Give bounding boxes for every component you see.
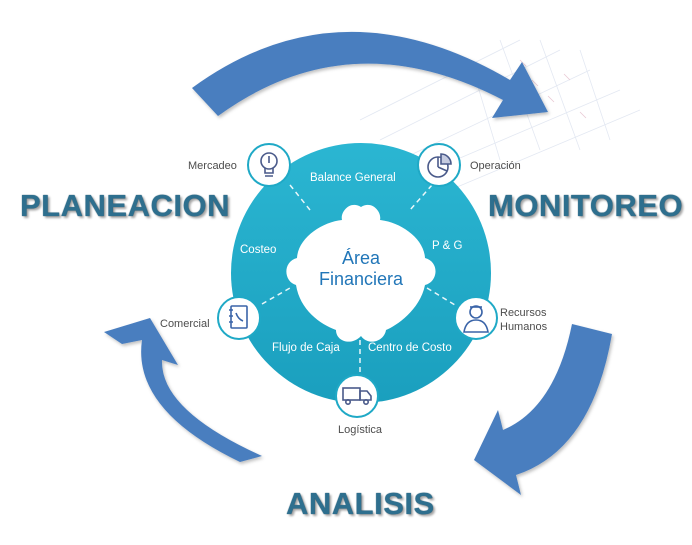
node-operacion bbox=[417, 143, 461, 187]
center-title-line2: Financiera bbox=[318, 269, 404, 289]
phase-label-monitoreo: MONITOREO bbox=[488, 188, 684, 223]
person-icon bbox=[463, 305, 489, 333]
arrow-left bbox=[104, 318, 262, 462]
node-comercial bbox=[217, 296, 261, 340]
arrow-top bbox=[192, 31, 548, 118]
node-label-recursos: Recursos bbox=[500, 307, 547, 319]
pie-chart-icon bbox=[427, 153, 452, 178]
node-recursos-humanos bbox=[454, 296, 498, 340]
notebook-phone-icon bbox=[229, 305, 248, 329]
phase-label-analisis: ANALISIS bbox=[286, 486, 435, 521]
segment-label-pyg: P & G bbox=[432, 240, 463, 252]
arrow-right bbox=[474, 324, 612, 495]
segment-label-flujo-caja: Flujo de Caja bbox=[272, 342, 340, 354]
node-logistica bbox=[335, 374, 379, 418]
segment-label-balance: Balance General bbox=[310, 172, 396, 184]
node-label-comercial: Comercial bbox=[160, 318, 210, 330]
center-title-line1: Área bbox=[341, 248, 381, 268]
center-blob bbox=[286, 204, 436, 342]
ring-separators bbox=[261, 184, 456, 372]
center-title: Área Financiera bbox=[286, 248, 436, 290]
node-mercadeo bbox=[247, 143, 291, 187]
node-label-recursos-humanos: Recursos Humanos bbox=[500, 306, 547, 334]
truck-icon bbox=[342, 387, 372, 405]
node-label-humanos: Humanos bbox=[500, 321, 548, 333]
phase-label-planeacion: PLANEACION bbox=[20, 188, 230, 223]
node-label-mercadeo: Mercadeo bbox=[188, 160, 237, 172]
segment-label-centro-costo: Centro de Costo bbox=[368, 342, 452, 354]
node-label-logistica: Logística bbox=[338, 424, 383, 436]
lightbulb-icon bbox=[260, 152, 278, 177]
node-label-operacion: Operación bbox=[470, 160, 521, 172]
segment-label-costeo: Costeo bbox=[240, 244, 277, 256]
